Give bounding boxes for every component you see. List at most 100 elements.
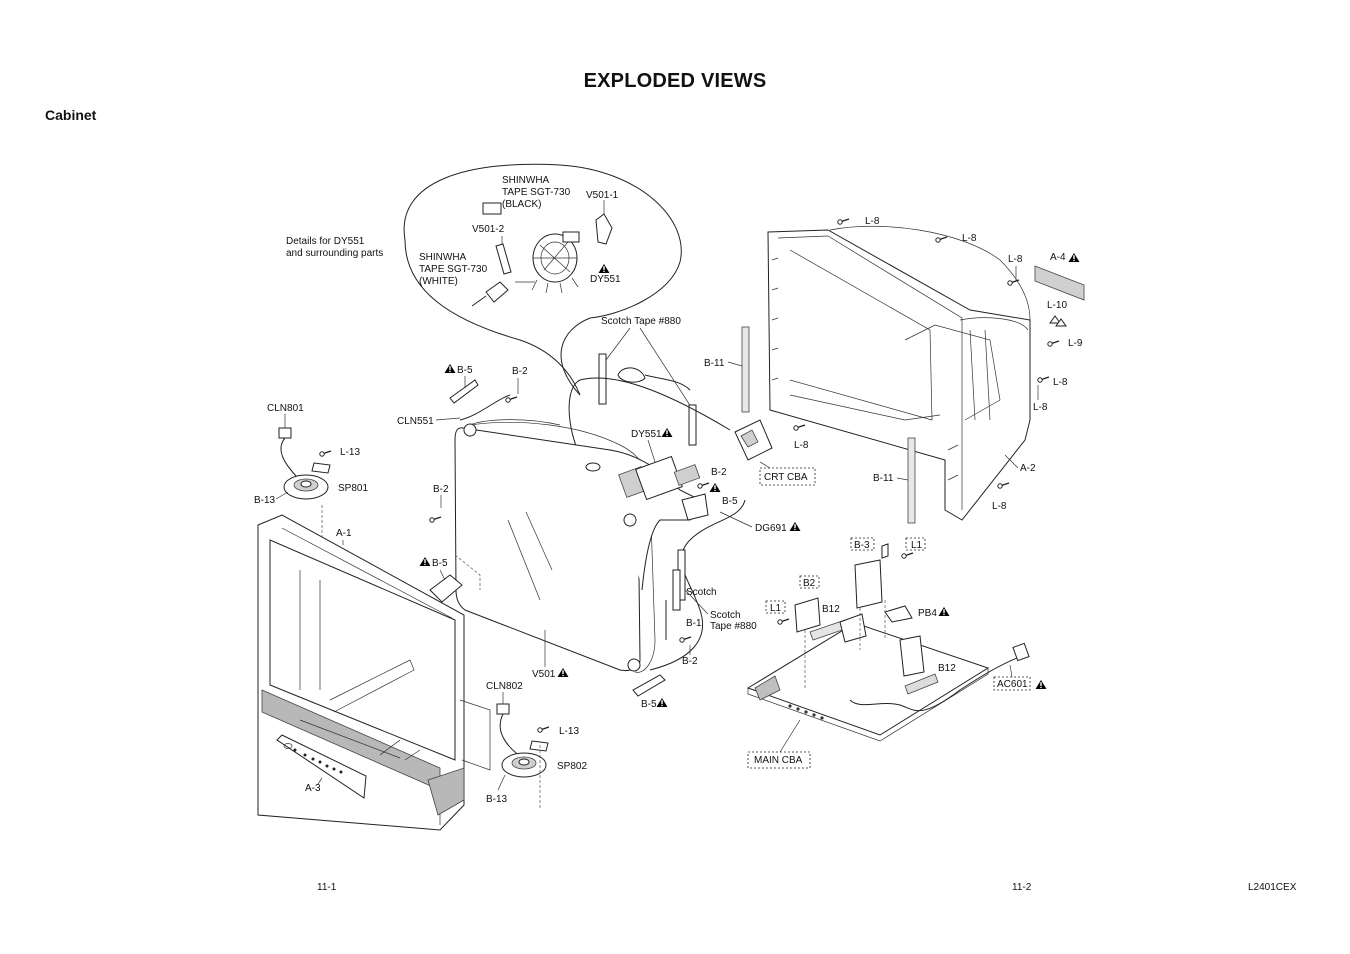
tape-black-line-3: (BLACK)	[502, 199, 541, 210]
label-l8-6: L-8	[794, 440, 809, 451]
label-plate-a4-icon	[1034, 265, 1085, 301]
warning-icon	[709, 483, 721, 492]
tape-white-line-1: SHINWHA	[419, 252, 467, 263]
warning-icon	[598, 264, 610, 273]
label-l8-2: L-8	[962, 233, 977, 244]
label-sp802: SP802	[557, 761, 587, 772]
speaker-sp802	[496, 703, 550, 778]
warning-icon	[557, 668, 569, 677]
page-number-left: 11-1	[317, 882, 337, 893]
speaker-sp801	[278, 427, 332, 500]
page-title: EXPLODED VIEWS	[583, 70, 767, 92]
bracket-b5-top-icon	[449, 379, 479, 404]
label-v501-2: V501-2	[472, 224, 505, 235]
label-pb4: PB4	[918, 608, 937, 619]
front-cabinet-a1	[257, 514, 491, 831]
warning-icon	[1068, 253, 1080, 262]
label-scotch-mid-1: Scotch	[686, 587, 717, 598]
crt-cba-label-box	[759, 467, 816, 486]
bracket-b11-upper	[741, 326, 750, 413]
label-l8-1: L-8	[865, 216, 880, 227]
label-sp801: SP801	[338, 483, 368, 494]
label-a4: A-4	[1050, 252, 1066, 263]
label-l8-4: L-8	[1053, 377, 1068, 388]
label-a2: A-2	[1020, 463, 1036, 474]
label-l13-top: L-13	[340, 447, 360, 458]
label-dy551-main: DY551	[631, 429, 662, 440]
label-l1-lower: L1	[770, 603, 782, 614]
label-b13-top: B-13	[254, 495, 276, 506]
label-l8-3: L-8	[1008, 254, 1023, 265]
warning-icon	[938, 607, 950, 616]
label-b3: B-3	[854, 540, 870, 551]
scotch-tape-strip-1	[598, 353, 607, 405]
label-cln802: CLN802	[486, 681, 523, 692]
scotch-tape-strip-4	[672, 569, 681, 611]
label-main-cba: MAIN CBA	[754, 755, 803, 766]
label-b2-right: B-2	[711, 467, 727, 478]
label-scotch-mid-2: Tape #880	[710, 621, 757, 632]
warning-icon	[419, 557, 431, 566]
bracket-b11-lower	[907, 437, 916, 524]
bracket-b5-left-icon	[429, 574, 463, 603]
deflection-yoke-icon	[531, 231, 580, 294]
tape-white-line-2: TAPE SGT-730	[419, 264, 488, 275]
label-l10: L-10	[1047, 300, 1067, 311]
control-panel-a3	[276, 734, 367, 799]
label-b5-top: B-5	[457, 365, 473, 376]
label-dy551-detail: DY551	[590, 274, 621, 285]
label-l8-7: L-8	[992, 501, 1007, 512]
model-number: L2401CEX	[1248, 882, 1297, 893]
label-b2-left: B-2	[433, 484, 449, 495]
crt-cba-board	[734, 419, 773, 461]
warning-icon	[1035, 680, 1047, 689]
label-ac601: AC601	[997, 679, 1028, 690]
label-b2-top: B-2	[512, 366, 528, 377]
dy551-detail-bubble	[403, 163, 682, 396]
tape-black-icon	[482, 202, 502, 215]
front-grille-pattern	[261, 689, 465, 816]
label-b12-upper: B12	[822, 604, 840, 615]
label-v501-1: V501-1	[586, 190, 619, 201]
label-cln551: CLN551	[397, 416, 434, 427]
main-cba-board	[746, 559, 1030, 742]
label-b1: B-1	[686, 618, 702, 629]
label-cln801: CLN801	[267, 403, 304, 414]
label-l13-bottom: L-13	[559, 726, 579, 737]
label-crt-cba: CRT CBA	[764, 472, 808, 483]
label-l8-5: L-8	[1033, 402, 1048, 413]
neck-connector-icon	[471, 281, 509, 307]
label-b5-left: B-5	[432, 558, 448, 569]
label-b11-upper: B-11	[704, 358, 725, 369]
label-l1-upper: L1	[911, 540, 923, 551]
section-title: Cabinet	[45, 107, 97, 123]
label-scotch-mid-1b: Scotch	[710, 610, 741, 621]
label-b5-right: B-5	[722, 496, 738, 507]
label-b2-bottom: B-2	[682, 656, 698, 667]
scotch-tape-strip-2	[688, 404, 697, 446]
label-b13-bottom: B-13	[486, 794, 508, 805]
crt-picture-tube	[454, 419, 701, 673]
label-b2-box: B2	[803, 578, 816, 589]
page-number-right: 11-2	[1012, 882, 1032, 893]
label-b5-bottom: B-5	[641, 699, 657, 710]
label-a1: A-1	[336, 528, 352, 539]
label-dg691: DG691	[755, 523, 787, 534]
tape-black-line-2: TAPE SGT-730	[502, 187, 571, 198]
label-b11-lower: B-11	[873, 473, 894, 484]
detail-note-line-1: Details for DY551	[286, 236, 365, 247]
clamp-v501-1-icon	[595, 213, 613, 245]
bracket-b5-right-icon	[681, 493, 709, 521]
warning-icon	[661, 428, 673, 437]
wedge-v501-2-icon	[495, 243, 512, 275]
label-a3: A-3	[305, 783, 321, 794]
warning-icon	[789, 522, 801, 531]
label-b12-lower: B12	[938, 663, 956, 674]
label-scotch-top: Scotch Tape #880	[601, 316, 681, 327]
anode-cap-icon	[617, 367, 646, 383]
rear-cabinet-a2	[741, 225, 1031, 524]
warning-icon	[656, 698, 668, 707]
bracket-b5-bottom-icon	[632, 674, 666, 697]
label-v501: V501	[532, 669, 556, 680]
